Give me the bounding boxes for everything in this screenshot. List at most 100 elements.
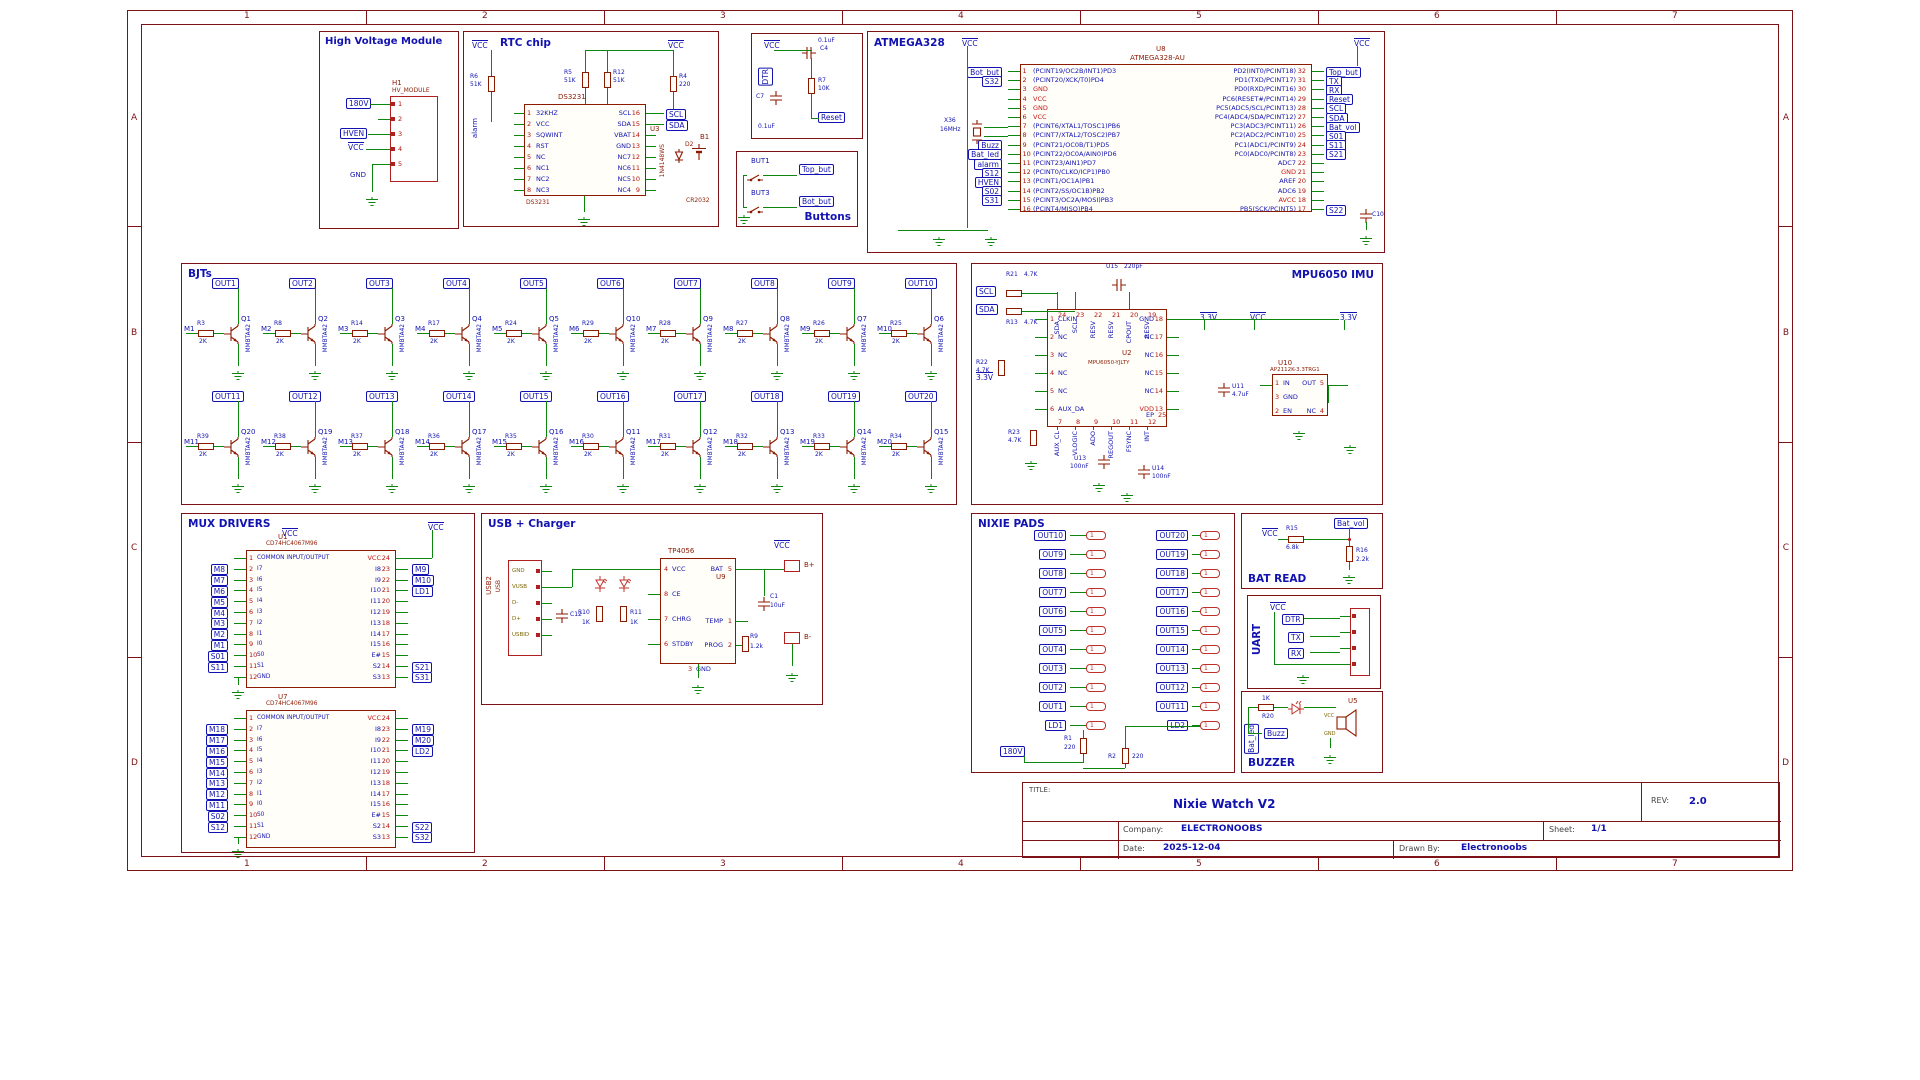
resistor[interactable] xyxy=(1080,738,1087,754)
net-flag[interactable]: M12 xyxy=(205,789,228,801)
resistor[interactable] xyxy=(583,443,599,450)
net-flag-out[interactable]: OUT12 xyxy=(289,391,321,402)
resistor[interactable] xyxy=(488,76,495,92)
net-flag-out[interactable]: OUT8 xyxy=(1039,568,1066,579)
resistor[interactable] xyxy=(814,443,830,450)
nixie-pad[interactable]: 1 xyxy=(1200,569,1220,578)
resistor[interactable] xyxy=(275,443,291,450)
nixie-pad[interactable]: 1 xyxy=(1086,569,1106,578)
resistor[interactable] xyxy=(1288,536,1304,543)
net-flag-out[interactable]: OUT16 xyxy=(1156,606,1188,617)
net-flag-out[interactable]: OUT13 xyxy=(366,391,398,402)
net-flag-tx[interactable]: TX xyxy=(1288,632,1304,643)
net-flag[interactable]: M4 xyxy=(210,607,228,619)
capacitor[interactable] xyxy=(758,596,770,611)
resistor[interactable] xyxy=(429,443,445,450)
power-flag-vcc[interactable]: VCC xyxy=(668,40,684,50)
net-flag[interactable]: M1 xyxy=(210,639,228,651)
transistor-npn[interactable] xyxy=(686,324,704,344)
transistor-npn[interactable] xyxy=(917,324,935,344)
power-flag-vcc[interactable]: VCC xyxy=(348,142,364,152)
nixie-pad[interactable]: 1 xyxy=(1086,683,1106,692)
resistor[interactable] xyxy=(660,330,676,337)
nixie-pad[interactable]: 1 xyxy=(1086,550,1106,559)
net-flag[interactable]: M2 xyxy=(210,629,228,641)
resistor[interactable] xyxy=(1006,290,1022,297)
net-flag-out[interactable]: OUT11 xyxy=(1156,701,1188,712)
transistor-npn[interactable] xyxy=(301,437,319,457)
net-flag[interactable]: M8 xyxy=(210,564,228,576)
net-flag[interactable]: M13 xyxy=(205,778,228,790)
net-flag[interactable]: S31 xyxy=(981,195,1002,207)
nixie-pad[interactable]: 1 xyxy=(1086,645,1106,654)
usb-connector[interactable] xyxy=(508,560,542,656)
resistor[interactable] xyxy=(808,78,815,94)
net-flag[interactable]: S22 xyxy=(1326,204,1347,216)
nixie-pad[interactable]: 1 xyxy=(1200,531,1220,540)
led[interactable] xyxy=(1288,700,1304,715)
net-flag-out[interactable]: OUT20 xyxy=(1156,530,1188,541)
resistor[interactable] xyxy=(670,76,677,92)
net-flag[interactable]: S31 xyxy=(412,672,433,684)
battery-plus-connector[interactable] xyxy=(784,560,800,572)
net-flag-scl[interactable]: SCL xyxy=(666,109,687,120)
net-flag[interactable]: M7 xyxy=(210,575,228,587)
transistor-npn[interactable] xyxy=(532,437,550,457)
net-flag-out[interactable]: OUT19 xyxy=(1156,549,1188,560)
net-flag-out[interactable]: OUT17 xyxy=(674,391,706,402)
transistor-npn[interactable] xyxy=(455,437,473,457)
nixie-pad[interactable]: 1 xyxy=(1086,607,1106,616)
net-flag-out[interactable]: OUT15 xyxy=(520,391,552,402)
net-flag-180v[interactable]: 180V xyxy=(346,98,372,109)
button-switch[interactable] xyxy=(747,200,763,214)
net-flag-out[interactable]: OUT3 xyxy=(1039,663,1066,674)
net-flag[interactable]: M9 xyxy=(412,564,430,576)
net-flag[interactable]: S22 xyxy=(412,821,433,833)
resistor[interactable] xyxy=(620,606,627,622)
atmega-chip[interactable] xyxy=(1020,64,1312,212)
transistor-npn[interactable] xyxy=(763,324,781,344)
button-switch[interactable] xyxy=(747,168,763,182)
net-flag-out[interactable]: OUT1 xyxy=(212,278,239,289)
resistor[interactable] xyxy=(1258,704,1274,711)
transistor-npn[interactable] xyxy=(224,324,242,344)
net-flag-dtr[interactable]: DTR xyxy=(1282,614,1304,625)
net-flag[interactable]: Top_but xyxy=(1326,66,1361,78)
transistor-npn[interactable] xyxy=(840,324,858,344)
nixie-pad[interactable]: 1 xyxy=(1086,664,1106,673)
net-flag-top-but[interactable]: Top_but xyxy=(799,164,834,175)
net-flag-hven[interactable]: HVEN xyxy=(340,128,368,139)
power-flag-vcc[interactable]: VCC xyxy=(428,522,444,532)
net-flag-bot-but[interactable]: Bot_but xyxy=(799,196,834,207)
nixie-pad[interactable]: 1 xyxy=(1200,626,1220,635)
nixie-pad[interactable]: 1 xyxy=(1200,702,1220,711)
net-flag-out[interactable]: OUT20 xyxy=(905,391,937,402)
capacitor[interactable] xyxy=(1112,276,1126,291)
net-flag-out[interactable]: OUT6 xyxy=(597,278,624,289)
net-flag[interactable]: M16 xyxy=(205,745,228,757)
nixie-pad[interactable]: 1 xyxy=(1200,721,1220,730)
mux-chip[interactable] xyxy=(246,550,396,688)
net-flag[interactable]: LD2 xyxy=(412,745,433,757)
capacitor[interactable] xyxy=(556,608,568,623)
power-flag-vcc[interactable]: VCC xyxy=(1262,528,1278,538)
net-flag-out[interactable]: LD1 xyxy=(1045,720,1066,731)
power-flag-3v3[interactable]: 3.3V xyxy=(1200,312,1218,322)
net-flag-out[interactable]: OUT5 xyxy=(520,278,547,289)
nixie-pad[interactable]: 1 xyxy=(1200,588,1220,597)
resistor[interactable] xyxy=(352,443,368,450)
net-flag-out[interactable]: OUT10 xyxy=(1034,530,1066,541)
net-flag[interactable]: S32 xyxy=(981,75,1002,87)
net-flag-out[interactable]: OUT6 xyxy=(1039,606,1066,617)
nixie-pad[interactable]: 1 xyxy=(1200,664,1220,673)
transistor-npn[interactable] xyxy=(686,437,704,457)
led[interactable] xyxy=(618,576,632,592)
net-flag[interactable]: S11 xyxy=(207,661,228,673)
resistor[interactable] xyxy=(891,443,907,450)
net-flag-buzz[interactable]: Buzz xyxy=(1264,728,1288,739)
resistor[interactable] xyxy=(198,443,214,450)
battery[interactable] xyxy=(692,144,706,160)
resistor[interactable] xyxy=(275,330,291,337)
power-flag-vcc[interactable]: VCC xyxy=(962,38,978,48)
transistor-npn[interactable] xyxy=(917,437,935,457)
